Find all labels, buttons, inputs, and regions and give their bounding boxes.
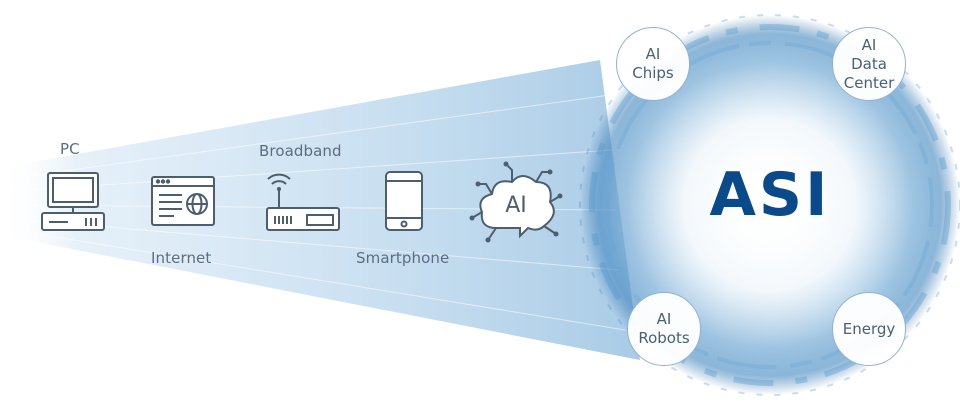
- asi-title: ASI: [709, 160, 831, 230]
- node-ai-data-center-line-3: Center: [843, 73, 895, 92]
- ai-icon-text: AI: [505, 193, 527, 218]
- node-ai-chips-line-2: Chips: [632, 64, 674, 82]
- node-ai-data-center: AI Data Center: [832, 27, 906, 101]
- stage-label-pc: PC: [60, 140, 80, 158]
- router-icon: [266, 173, 340, 231]
- smartphone-icon: [385, 171, 423, 231]
- node-energy: Energy: [832, 292, 906, 366]
- pc-icon: [41, 172, 105, 231]
- node-ai-chips-line-1: AI: [645, 45, 661, 63]
- stage-label-smartphone: Smartphone: [356, 249, 450, 267]
- stage-label-internet: Internet: [151, 249, 212, 267]
- node-ai-data-center-line-1: AI: [861, 35, 877, 54]
- web-browser-icon: [151, 176, 215, 226]
- ai-cloud-circuit-icon: AI: [469, 161, 563, 243]
- stage-label-broadband: Broadband: [259, 142, 342, 160]
- node-ai-data-center-line-2: Data: [851, 54, 887, 73]
- node-ai-chips: AI Chips: [616, 27, 690, 101]
- node-ai-robots-line-2: Robots: [638, 329, 690, 347]
- node-ai-robots-line-1: AI: [656, 310, 672, 328]
- node-ai-robots: AI Robots: [627, 292, 701, 366]
- node-energy-line-1: Energy: [842, 319, 896, 338]
